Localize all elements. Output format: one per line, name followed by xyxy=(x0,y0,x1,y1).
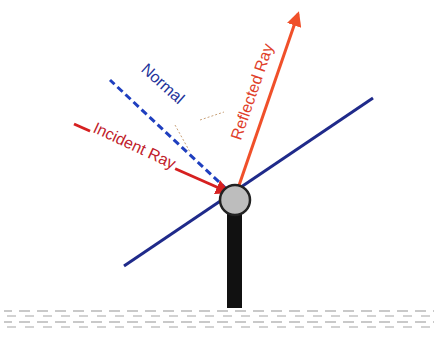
line-label: Incident Ray xyxy=(88,118,180,173)
angle-guide xyxy=(175,125,190,152)
pivot xyxy=(220,185,250,215)
line-label: Normal xyxy=(136,59,189,109)
mirror-stand xyxy=(227,205,242,308)
ground-texture xyxy=(4,308,434,328)
angle-guide xyxy=(200,112,224,120)
